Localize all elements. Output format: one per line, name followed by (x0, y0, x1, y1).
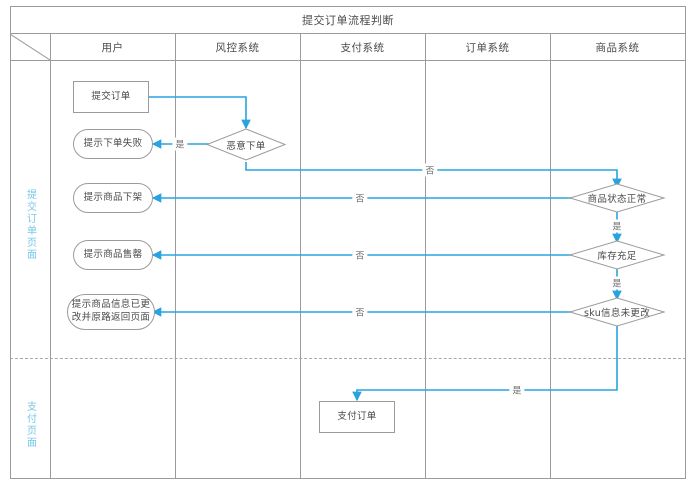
edge-sku-yes-to-pay (352, 324, 618, 402)
grid-bottom-border (10, 478, 686, 479)
node-decision-sku-unchanged[interactable]: sku信息未更改 (568, 297, 666, 327)
node-decision-malicious[interactable]: 恶意下单 (205, 128, 287, 161)
phase-label-submit-order-page: 提交订单页面 (24, 189, 36, 261)
edge-label-stock-yes: 是 (609, 276, 625, 290)
node-decision-status-normal[interactable]: 商品状态正常 (568, 183, 666, 213)
node-submit-order[interactable]: 提交订单 (73, 81, 149, 113)
diamond-shape-icon (205, 128, 287, 161)
node-decision-malicious-label: 恶意下单 (226, 140, 266, 152)
column-header-riskctrl: 风控系统 (215, 41, 260, 54)
column-header-user: 用户 (101, 41, 124, 54)
edge-label-status-yes: 是 (609, 219, 625, 233)
node-tip-order-failed[interactable]: 提示下单失败 (73, 129, 153, 159)
grid-col-border-5 (550, 33, 551, 478)
node-decision-stock-enough[interactable]: 库存充足 (568, 240, 666, 270)
node-tip-product-changed[interactable]: 提示商品信息已更 改并原路返回页面 (67, 294, 155, 330)
edge-label-sku-yes: 是 (509, 383, 525, 397)
grid-col-border-6 (685, 6, 686, 478)
diamond-shape-icon (568, 183, 666, 213)
grid-title-divider (10, 33, 686, 34)
grid-col-border-1 (50, 33, 51, 478)
node-tip-product-offline[interactable]: 提示商品下架 (73, 183, 153, 213)
grid-col-border-2 (175, 33, 176, 478)
node-tip-product-changed-line1: 提示商品信息已更 (71, 299, 151, 311)
diamond-shape-icon (568, 297, 666, 327)
corner-slash-icon (10, 34, 50, 60)
phase-divider (10, 358, 686, 359)
edge-label-status-no: 否 (352, 191, 368, 205)
phase-label-payment-page: 支付页面 (24, 401, 36, 449)
node-pay-order[interactable]: 支付订单 (319, 401, 395, 433)
node-decision-stock-enough-label: 库存充足 (597, 251, 637, 262)
edge-label-malicious-yes: 是 (172, 137, 188, 151)
node-tip-product-changed-line2: 改并原路返回页面 (71, 312, 151, 323)
grid-col-border-0 (10, 6, 11, 478)
edge-label-sku-no: 否 (352, 305, 368, 319)
column-header-order: 订单系统 (465, 41, 510, 54)
column-header-product: 商品系统 (595, 41, 640, 54)
edge-submit-to-malicious (149, 96, 251, 130)
grid-header-divider (10, 60, 686, 61)
diagram-title: 提交订单流程判断 (302, 13, 394, 27)
diamond-shape-icon (568, 240, 666, 270)
grid-col-border-3 (300, 33, 301, 478)
column-header-payment: 支付系统 (340, 41, 385, 54)
edge-label-malicious-no: 否 (422, 163, 438, 177)
grid-col-border-4 (425, 33, 426, 478)
node-tip-product-soldout[interactable]: 提示商品售罄 (73, 240, 153, 270)
grid-top-border (10, 6, 686, 7)
node-decision-sku-unchanged-label: sku信息未更改 (583, 308, 651, 319)
edge-label-stock-no: 否 (352, 248, 368, 262)
node-decision-status-normal-label: 商品状态正常 (587, 194, 647, 205)
